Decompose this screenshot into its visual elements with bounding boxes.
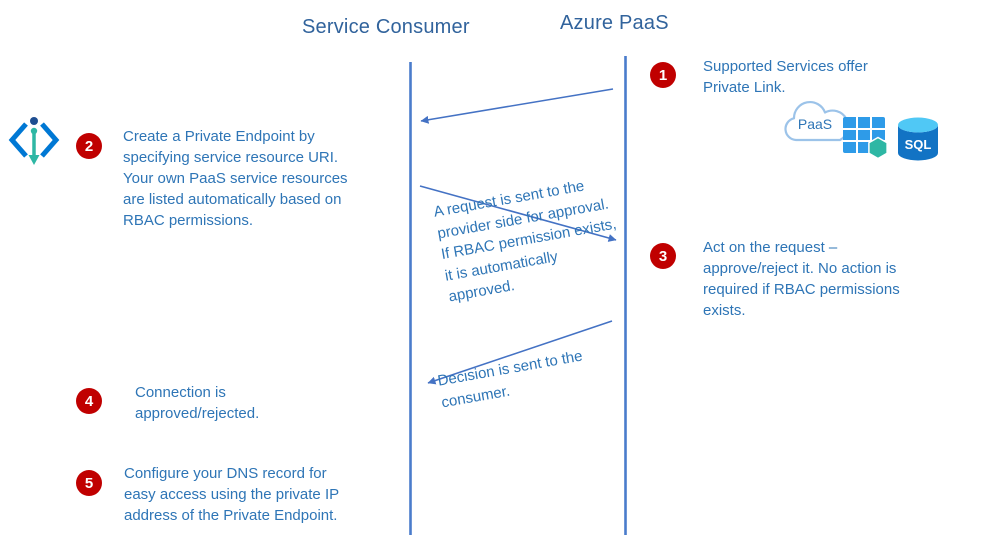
chevron-right-icon — [40, 122, 60, 158]
link-arrow-icon — [28, 155, 40, 165]
step-badge-5: 5 — [76, 470, 102, 496]
step-note-3: Act on the request – approve/reject it. … — [703, 239, 900, 319]
paas-cloud-label: PaaS — [798, 116, 832, 132]
link-dot-icon — [30, 127, 38, 135]
step-badge-3: 3 — [650, 243, 676, 269]
sql-database-icon: SQL — [898, 117, 938, 161]
step-note-1: Supported Services offer Private Link. — [703, 58, 868, 96]
hexagon-icon — [868, 136, 888, 160]
arrow-private-link-offer — [420, 88, 614, 124]
step-note-4: Connection is approved/rejected. — [135, 384, 260, 422]
step-badge-1: 1 — [650, 62, 676, 88]
endpoint-dot-icon — [30, 117, 38, 125]
private-link-icon — [8, 117, 60, 165]
arrow-request-to-provider — [419, 185, 617, 242]
sql-label: SQL — [905, 137, 932, 152]
step-badge-4: 4 — [76, 388, 102, 414]
step-note-5: Configure your DNS record for easy acces… — [124, 465, 340, 524]
arrow-decision-to-consumer — [427, 320, 613, 385]
step-note-2: Create a Private Endpoint by specifying … — [123, 128, 348, 229]
actor-label-service-consumer: Service Consumer — [302, 16, 470, 38]
chevron-left-icon — [8, 122, 28, 158]
actor-label-azure-paas: Azure PaaS — [560, 12, 669, 34]
table-grid-icon — [843, 117, 888, 160]
step-badge-2: 2 — [76, 133, 102, 159]
